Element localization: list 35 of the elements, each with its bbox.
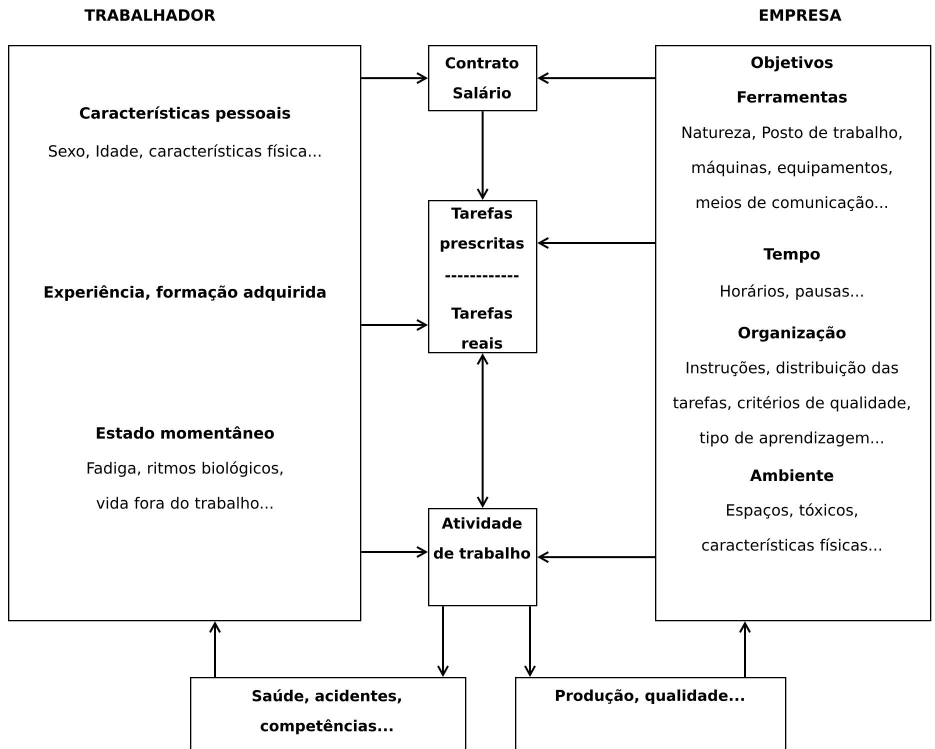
section-heading: Organização	[738, 326, 846, 342]
arrow	[524, 606, 536, 677]
box-text: Produção, qualidade...	[556, 689, 744, 704]
section-heading: Objetivos	[751, 56, 833, 72]
box-heading: TRABALHADOR	[84, 9, 216, 21]
box-text: Contrato Salário	[446, 57, 518, 99]
body-text: Fadiga, ritmos biológicos, vida fora do trabalho...	[88, 461, 282, 509]
section-heading: Ferramentas	[738, 91, 847, 103]
arrow	[739, 621, 751, 677]
arrow	[476, 111, 489, 200]
body-text: Horários, pausas...	[721, 284, 863, 300]
arrow	[537, 551, 655, 564]
arrow	[361, 72, 428, 84]
arrow	[361, 546, 428, 558]
box-text: ------------	[445, 275, 519, 278]
section-heading: Estado momentâneo	[96, 426, 274, 439]
box-text: Atividade de trabalho	[434, 517, 530, 559]
section-heading: Experiência, formação adquirida	[44, 285, 326, 301]
arrow	[437, 606, 449, 677]
box-text: Tarefas prescritas	[440, 207, 524, 252]
body-text: Natureza, Posto de trabalho, máquinas, equipamentos, meios de comunicação...	[682, 126, 902, 211]
arrow	[537, 72, 655, 84]
arrow	[476, 353, 489, 508]
body-text: Sexo, Idade, características física...	[48, 144, 320, 158]
body-text: Espaços, tóxicos, características físicas...	[702, 503, 882, 551]
arrow	[537, 237, 655, 249]
box-text: Tarefas reais	[451, 307, 512, 349]
body-text: Instruções, distribuição das tarefas, critérios de qualidade, tipo de aprendizagem...	[673, 361, 910, 446]
arrow	[361, 319, 428, 331]
box-heading: EMPRESA	[760, 9, 842, 21]
section-heading: Características pessoais	[80, 106, 290, 122]
arrow	[209, 621, 221, 677]
section-heading: Tempo	[764, 248, 820, 263]
box-text: Saúde, acidentes, competências...	[252, 689, 401, 734]
section-heading: Ambiente	[750, 469, 834, 482]
